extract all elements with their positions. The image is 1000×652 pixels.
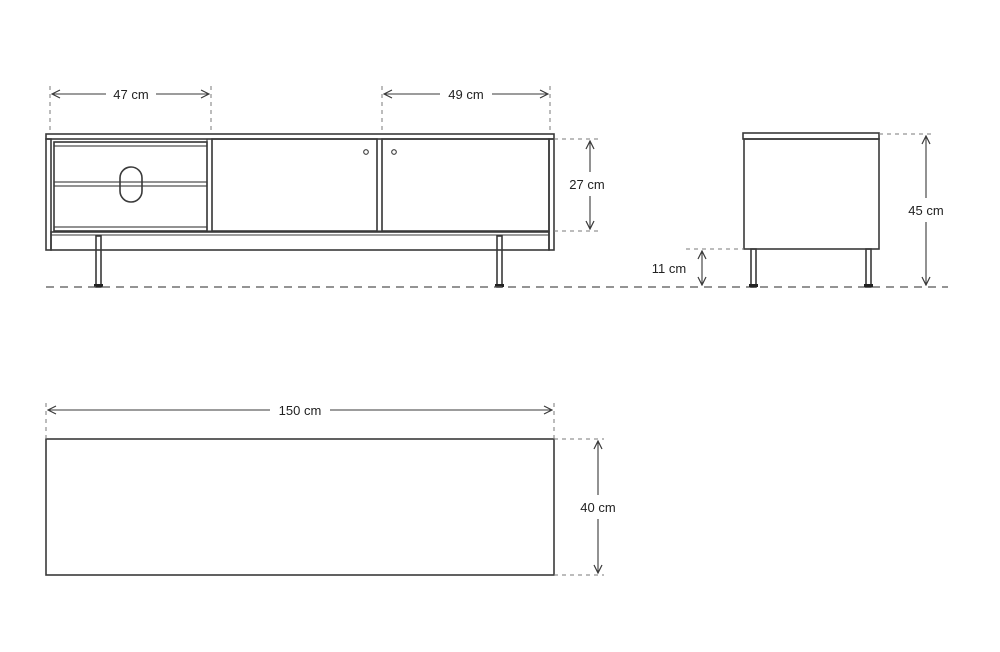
bottom-rail (50, 231, 550, 251)
front-view: 47 cm 49 cm 27 cm (45, 86, 605, 288)
right-door (381, 138, 550, 232)
dim-label-drawer-width: 47 cm (113, 87, 148, 102)
dim-label-total-width: 150 cm (279, 403, 322, 418)
middle-shelf (53, 181, 208, 187)
side-body (743, 138, 880, 250)
dim-label-body-height: 27 cm (569, 177, 604, 192)
door-knob-left (363, 149, 369, 155)
side-top-board (742, 132, 880, 140)
top-outline (45, 438, 555, 576)
left-door (211, 138, 378, 232)
open-shelf-compartment (53, 138, 213, 232)
left-side-panel (45, 138, 52, 251)
dim-label-depth: 40 cm (580, 500, 615, 515)
dim-label-total-height: 45 cm (908, 203, 943, 218)
door-knob-right (391, 149, 397, 155)
cable-hole (119, 166, 143, 203)
dim-label-door-width: 49 cm (448, 87, 483, 102)
side-leg-right (865, 248, 872, 288)
dim-label-leg-height: 11 cm (652, 261, 686, 276)
leg-front-left (95, 235, 102, 288)
top-view: 150 cm 40 cm (45, 403, 616, 576)
side-view: 11 cm 45 cm (652, 132, 944, 288)
leg-front-right (496, 235, 503, 288)
side-leg-left (750, 248, 757, 288)
